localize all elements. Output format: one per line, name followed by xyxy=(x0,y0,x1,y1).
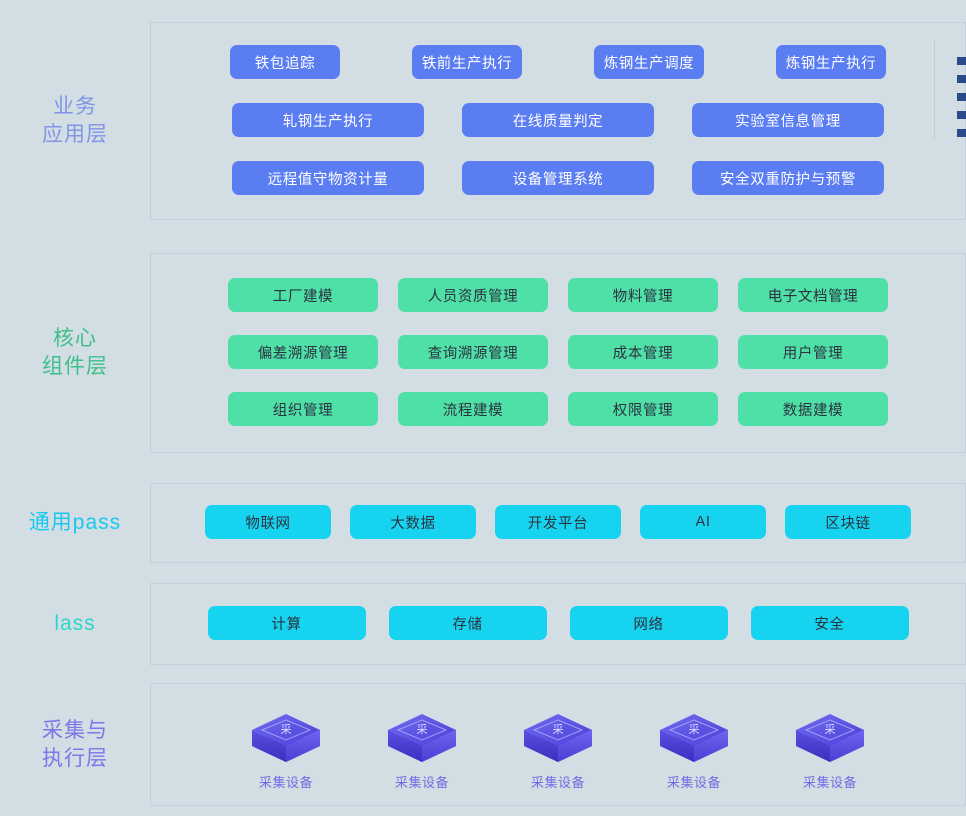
device-caption: 采集设备 xyxy=(530,775,585,790)
chip-tie-bao-zhui-zong[interactable]: 铁包追踪 xyxy=(230,45,340,79)
device-item[interactable]: 采 采集设备 xyxy=(762,700,898,791)
layer-panel-core-component: 工厂建模 人员资质管理 物料管理 电子文档管理 偏差溯源管理 查询溯源管理 成本… xyxy=(150,253,966,453)
layer-label-acquisition-execution: 采集与 执行层 xyxy=(42,718,108,770)
collector-device-icon: 采 xyxy=(656,700,732,766)
chip-row: 偏差溯源管理 查询溯源管理 成本管理 用户管理 xyxy=(151,335,965,369)
chip-row: 组织管理 流程建模 权限管理 数据建模 xyxy=(151,392,965,426)
chip-an-quan[interactable]: 安全 xyxy=(750,606,909,640)
svg-text:采: 采 xyxy=(689,723,700,736)
layer-acquisition-execution: 采集与 执行层 xyxy=(0,683,966,806)
chip-shu-ju-jian-mo[interactable]: 数据建模 xyxy=(738,392,888,426)
chip-ji-suan[interactable]: 计算 xyxy=(207,606,366,640)
chip-cheng-ben-guan-li[interactable]: 成本管理 xyxy=(568,335,718,369)
chip-lian-gang-sheng-chan-diao-du[interactable]: 炼钢生产调度 xyxy=(594,45,704,79)
chip-cha-xun-su-yuan-guan-li[interactable]: 查询溯源管理 xyxy=(398,335,548,369)
chip-she-bei-guan-li-xi-tong[interactable]: 设备管理系统 xyxy=(462,161,654,195)
chip-row: 远程值守物资计量 设备管理系统 安全双重防护与预警 xyxy=(151,161,965,195)
layer-panel-business-application: 铁包追踪 铁前生产执行 炼钢生产调度 炼钢生产执行 轧钢生产执行 在线质量判定 … xyxy=(150,22,966,220)
chip-zai-xian-zhi-liang-pan-ding[interactable]: 在线质量判定 xyxy=(462,103,654,137)
chip-dian-zi-wen-dang-guan-li[interactable]: 电子文档管理 xyxy=(738,278,888,312)
chip-ren-yuan-zi-zhi-guan-li[interactable]: 人员资质管理 xyxy=(398,278,548,312)
chip-cun-chu[interactable]: 存储 xyxy=(388,606,547,640)
chip-wu-liao-guan-li[interactable]: 物料管理 xyxy=(568,278,718,312)
svg-text:采: 采 xyxy=(281,723,292,736)
device-item[interactable]: 采 采集设备 xyxy=(490,700,626,791)
layer-panel-general-paas: 物联网 大数据 开发平台 AI 区块链 xyxy=(150,483,966,563)
chip-wang-luo[interactable]: 网络 xyxy=(569,606,728,640)
device-item[interactable]: 采 采集设备 xyxy=(354,700,490,791)
chip-row: 计算 存储 网络 安全 xyxy=(151,606,965,640)
device-caption: 采集设备 xyxy=(258,775,313,790)
chip-kai-fa-ping-tai[interactable]: 开发平台 xyxy=(495,505,621,539)
chip-yong-hu-guan-li[interactable]: 用户管理 xyxy=(738,335,888,369)
chip-row: 物联网 大数据 开发平台 AI 区块链 xyxy=(151,505,965,539)
chip-lian-gang-sheng-chan-zhi-xing[interactable]: 炼钢生产执行 xyxy=(776,45,886,79)
layer-panel-iaas: 计算 存储 网络 安全 xyxy=(150,583,966,665)
edge-marker xyxy=(957,57,966,65)
layer-general-paas: 通用pass 物联网 大数据 开发平台 AI 区块链 xyxy=(0,483,966,563)
chip-an-quan-shuang-zhong-fang-hu-yu-yu-jing[interactable]: 安全双重防护与预警 xyxy=(692,161,884,195)
collector-device-icon: 采 xyxy=(520,700,596,766)
chip-row: 铁包追踪 铁前生产执行 炼钢生产调度 炼钢生产执行 xyxy=(151,45,965,79)
layer-panel-acquisition-execution: 采 采集设备 采 xyxy=(150,683,966,806)
svg-text:采: 采 xyxy=(417,723,428,736)
device-caption: 采集设备 xyxy=(394,775,449,790)
chip-yuan-cheng-zhi-shou-wu-zi-ji-liang[interactable]: 远程值守物资计量 xyxy=(232,161,424,195)
svg-text:采: 采 xyxy=(553,723,564,736)
chip-gong-chang-jian-mo[interactable]: 工厂建模 xyxy=(228,278,378,312)
layer-business-application: 业务 应用层 铁包追踪 铁前生产执行 炼钢生产调度 炼钢生产执行 轧钢生产执行 … xyxy=(0,22,966,220)
chip-tie-qian-sheng-chan-zhi-xing[interactable]: 铁前生产执行 xyxy=(412,45,522,79)
chip-ai[interactable]: AI xyxy=(640,505,766,539)
layer-label-core-component: 核心 组件层 xyxy=(42,327,108,378)
edge-marker xyxy=(957,111,966,119)
collector-device-icon: 采 xyxy=(248,700,324,766)
svg-text:采: 采 xyxy=(825,723,836,736)
layer-label-iaas: lass xyxy=(54,612,96,636)
device-caption: 采集设备 xyxy=(666,775,721,790)
chip-row: 轧钢生产执行 在线质量判定 实验室信息管理 xyxy=(151,103,965,137)
layer-core-component: 核心 组件层 工厂建模 人员资质管理 物料管理 电子文档管理 偏差溯源管理 查询… xyxy=(0,253,966,453)
chip-row: 工厂建模 人员资质管理 物料管理 电子文档管理 xyxy=(151,278,965,312)
device-caption: 采集设备 xyxy=(802,775,857,790)
device-item[interactable]: 采 采集设备 xyxy=(218,700,354,791)
chip-zha-gang-sheng-chan-zhi-xing[interactable]: 轧钢生产执行 xyxy=(232,103,424,137)
collector-device-icon: 采 xyxy=(792,700,868,766)
chip-zu-zhi-guan-li[interactable]: 组织管理 xyxy=(228,392,378,426)
edge-marker xyxy=(957,93,966,101)
device-row: 采 采集设备 采 xyxy=(151,700,965,791)
edge-marker-strip xyxy=(952,57,966,147)
device-item[interactable]: 采 采集设备 xyxy=(626,700,762,791)
layer-label-business-application: 业务 应用层 xyxy=(42,95,108,146)
chip-quan-xian-guan-li[interactable]: 权限管理 xyxy=(568,392,718,426)
chip-liu-cheng-jian-mo[interactable]: 流程建模 xyxy=(398,392,548,426)
edge-divider xyxy=(934,40,935,140)
chip-qu-kuai-lian[interactable]: 区块链 xyxy=(785,505,911,539)
chip-shi-yan-shi-xin-xi-guan-li[interactable]: 实验室信息管理 xyxy=(692,103,884,137)
collector-device-icon: 采 xyxy=(384,700,460,766)
chip-da-shu-ju[interactable]: 大数据 xyxy=(350,505,476,539)
layer-iaas: lass 计算 存储 网络 安全 xyxy=(0,583,966,665)
edge-marker xyxy=(957,75,966,83)
edge-marker xyxy=(957,129,966,137)
chip-pian-cha-su-yuan-guan-li[interactable]: 偏差溯源管理 xyxy=(228,335,378,369)
layer-label-general-paas: 通用pass xyxy=(28,511,122,535)
chip-wu-lian-wang[interactable]: 物联网 xyxy=(205,505,331,539)
